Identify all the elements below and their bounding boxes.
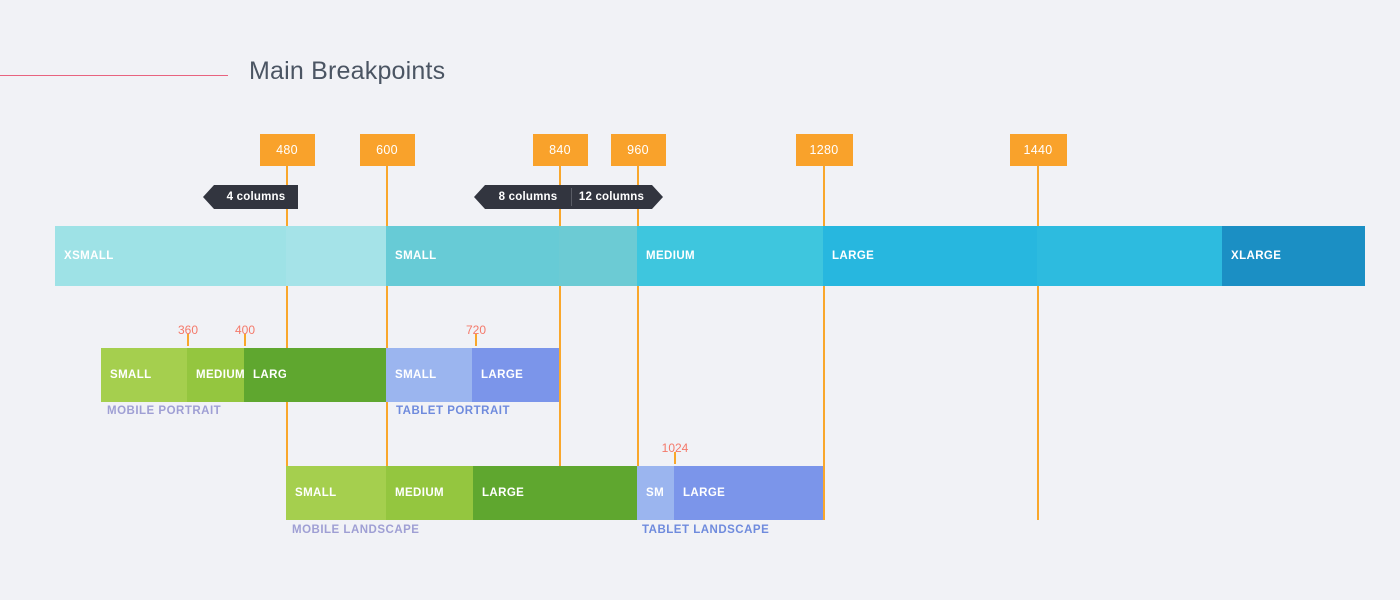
column-tag-group-group-a: 4 columns (203, 185, 298, 209)
mobile-landscape-segment-small[interactable]: SMALL (286, 466, 386, 520)
minor-tick-label-720: 720 (465, 323, 487, 337)
main-breakpoints-bar-segment-small[interactable]: SMALL (386, 226, 559, 286)
minor-tick-label-400: 400 (234, 323, 256, 337)
main-breakpoints-bar-segment-spacer-1 (286, 226, 386, 286)
main-breakpoints-bar-segment-xsmall[interactable]: XSMALL (55, 226, 286, 286)
mobile-portrait-segment-medium[interactable]: MEDIUM (187, 348, 244, 402)
mobile-landscape-segment-large[interactable]: LARGE (473, 466, 559, 520)
caption-mobile-landscape: MOBILE LANDSCAPE (292, 524, 420, 536)
minor-tick-400 (244, 334, 246, 346)
guide-line-1280 (823, 166, 825, 520)
arrow-left-icon (474, 185, 485, 209)
main-breakpoints-bar-segment-xlarge[interactable]: XLARGE (1222, 226, 1365, 286)
guide-line-1440 (1037, 166, 1039, 520)
mobile-portrait-segment-spacer-3 (286, 348, 386, 402)
minor-tick-720 (475, 334, 477, 346)
breakpoint-badge-480[interactable]: 480 (259, 134, 315, 166)
title-rule (0, 75, 228, 76)
mobile-landscape-segment-medium[interactable]: MEDIUM (386, 466, 473, 520)
mobile-portrait-segment-large[interactable]: LARGE (244, 348, 286, 402)
minor-tick-label-360: 360 (177, 323, 199, 337)
breakpoint-badge-1440[interactable]: 1440 (1009, 134, 1067, 166)
page-title: Main Breakpoints (249, 57, 446, 85)
caption-mobile-portrait: MOBILE PORTRAIT (107, 405, 222, 417)
guide-line-960 (637, 166, 639, 520)
guide-line-480 (286, 166, 288, 520)
main-breakpoints-bar-segment-large[interactable]: LARGE (823, 226, 1037, 286)
mobile-landscape-segment-spacer-3 (559, 466, 637, 520)
minor-tick-360 (187, 334, 189, 346)
arrow-right-icon (652, 185, 663, 209)
caption-tablet-landscape: TABLET LANDSCAPE (642, 524, 770, 536)
column-tag-12-columns[interactable]: 12 columns (571, 185, 652, 209)
tablet-portrait-segment-small[interactable]: SMALL (386, 348, 472, 402)
main-breakpoints-bar-segment-spacer-6 (1037, 226, 1222, 286)
minor-tick-label-1024: 1024 (661, 441, 689, 455)
main-breakpoints-bar-segment-spacer-3 (559, 226, 637, 286)
breakpoint-badge-960[interactable]: 960 (610, 134, 666, 166)
caption-tablet-portrait: TABLET PORTRAIT (396, 405, 510, 417)
column-tag-8-columns[interactable]: 8 columns (485, 185, 571, 209)
tablet-landscape-segment-large[interactable]: LARGE (674, 466, 823, 520)
column-tag-4-columns[interactable]: 4 columns (214, 185, 298, 209)
minor-tick-1024 (674, 452, 676, 464)
arrow-left-icon (203, 185, 214, 209)
guide-line-840 (559, 166, 561, 520)
breakpoint-badge-600[interactable]: 600 (359, 134, 415, 166)
tablet-landscape-segment-sm[interactable]: SM (637, 466, 674, 520)
main-breakpoints-bar-segment-medium[interactable]: MEDIUM (637, 226, 823, 286)
breakpoint-badge-1280[interactable]: 1280 (795, 134, 853, 166)
guide-line-600 (386, 166, 388, 520)
mobile-portrait-segment-small[interactable]: SMALL (101, 348, 187, 402)
breakpoint-badge-840[interactable]: 840 (532, 134, 588, 166)
tablet-portrait-segment-large[interactable]: LARGE (472, 348, 559, 402)
